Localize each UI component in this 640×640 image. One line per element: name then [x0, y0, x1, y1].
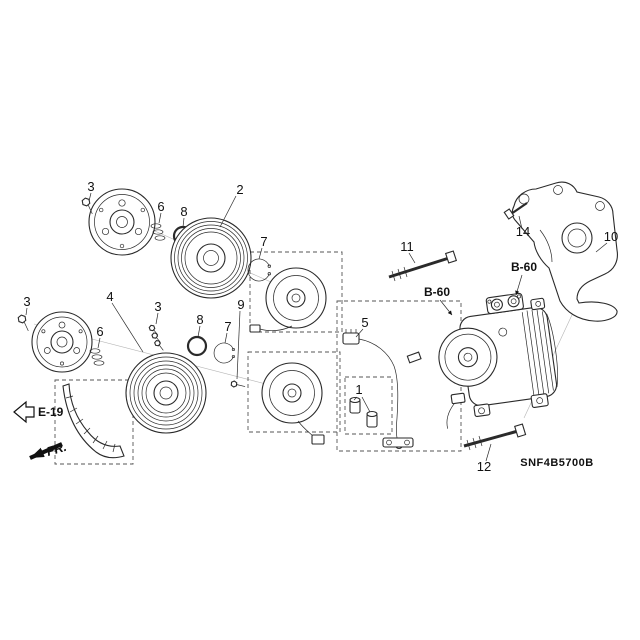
field-coil-b-box [247, 351, 341, 433]
snap-ring-7a-icon [247, 258, 271, 282]
callout-3c: 3 [154, 299, 161, 314]
callout-8a: 8 [180, 204, 187, 219]
bolt-11 [388, 250, 458, 282]
callout-1: 1 [355, 382, 362, 397]
wire-harness-5 [342, 329, 422, 450]
callout-6a: 6 [157, 199, 164, 214]
part-code: SNF4B5700B [520, 457, 593, 469]
callout-12: 12 [477, 459, 491, 474]
field-coil-a-box [249, 251, 343, 333]
shim-set-6b-icon [89, 348, 105, 366]
field-coil-b [261, 362, 325, 445]
valve-cap-box [344, 376, 393, 435]
fr-label: FR. [45, 440, 68, 459]
oring-8b-icon [186, 335, 208, 357]
b60-label-right: B-60 [511, 260, 537, 274]
callout-14: 14 [516, 224, 530, 239]
snap-ring-7b-icon [213, 342, 235, 364]
pulley-b [125, 352, 207, 434]
callout-5: 5 [361, 315, 368, 330]
callout-leader-lines [25, 192, 608, 462]
callout-8b: 8 [196, 312, 203, 327]
belt-box [54, 379, 134, 465]
callout-10: 10 [604, 229, 618, 244]
bolt-3b-icon [17, 314, 29, 332]
callout-11: 11 [400, 239, 414, 254]
callout-7b: 7 [224, 319, 231, 334]
b60-label-left: B-60 [424, 285, 450, 299]
e19-reference-arrow [13, 400, 35, 424]
screw-9-icon [230, 380, 246, 388]
callout-4: 4 [106, 289, 113, 304]
clutch-plate-b [31, 311, 93, 373]
pulley-a [170, 217, 252, 299]
callout-3a: 3 [87, 179, 94, 194]
bolt-14 [503, 202, 528, 220]
harness-group-box [336, 300, 462, 452]
bolt-set-3c-icon [148, 324, 164, 351]
callout-numbers: 3 6 8 2 7 3 4 6 3 8 7 9 5 1 11 14 10 12 [23, 179, 618, 474]
callout-3b: 3 [23, 294, 30, 309]
fr-direction-arrow [29, 442, 63, 460]
callout-9: 9 [237, 297, 244, 312]
mount-bracket-10 [511, 181, 618, 322]
drive-belt [62, 383, 125, 459]
callout-2: 2 [236, 182, 243, 197]
callout-7a: 7 [260, 234, 267, 249]
field-coil-a [249, 267, 327, 333]
callout-6b: 6 [96, 324, 103, 339]
compressor-assembly [438, 292, 558, 429]
bolt-12 [463, 423, 527, 451]
e19-label: E-19 [38, 405, 64, 419]
clutch-plate-a [88, 188, 156, 256]
shim-set-6a-icon [150, 223, 166, 241]
valve-caps-1 [349, 396, 378, 428]
